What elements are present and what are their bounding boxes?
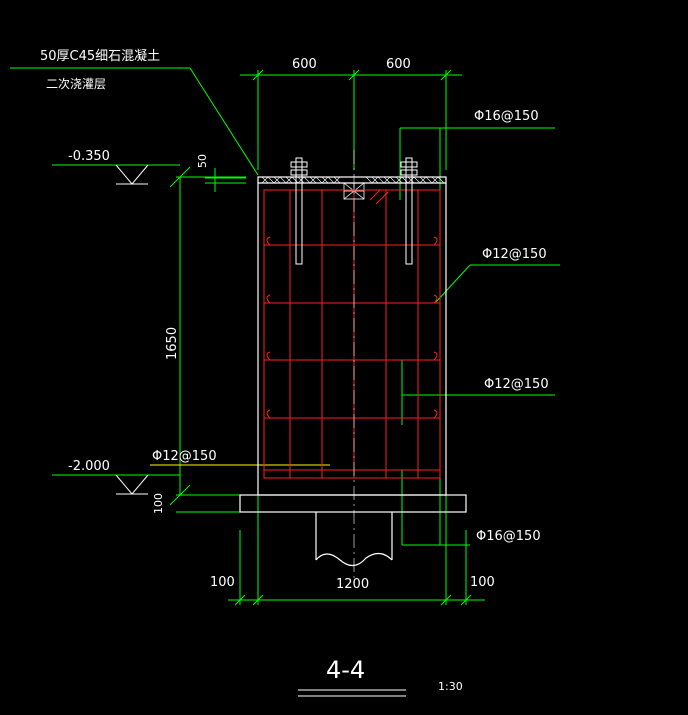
dim-top-right: 600 xyxy=(386,57,411,72)
elevation-top: -0.350 xyxy=(68,149,110,164)
elevation-markers xyxy=(115,164,149,495)
drawing-scale: 1:30 xyxy=(438,680,463,693)
rebar-label-bottom-right: Φ16@150 xyxy=(476,529,541,544)
rebar-cage xyxy=(263,189,441,479)
rebar-label-bottom-left: Φ12@150 xyxy=(152,449,217,464)
rebar-label-top: Φ16@150 xyxy=(474,109,539,124)
concrete-outline xyxy=(239,176,467,567)
dim-base-thickness: 100 xyxy=(152,493,165,514)
anchor-bolts xyxy=(290,157,418,265)
green-annotation-lines xyxy=(10,67,560,606)
rebar-label-side-middle: Φ12@150 xyxy=(484,377,549,392)
dim-top-left: 600 xyxy=(292,57,317,72)
note-grout-material: 50厚C45细石混凝土 xyxy=(40,48,160,64)
elevation-bottom: -2.000 xyxy=(68,459,110,474)
grout-layer-hatch xyxy=(261,176,445,184)
rebar-label-side-upper: Φ12@150 xyxy=(482,247,547,262)
dim-grout-thickness: 50 xyxy=(196,154,209,168)
note-grout-layer: 二次浇灌层 xyxy=(46,77,106,91)
section-title: 4-4 xyxy=(326,656,365,684)
title-underline xyxy=(298,689,406,697)
dim-height: 1650 xyxy=(165,327,180,360)
dim-bottom-right: 100 xyxy=(470,575,495,590)
dim-bottom-left: 100 xyxy=(210,575,235,590)
dim-bottom-center: 1200 xyxy=(336,577,369,592)
